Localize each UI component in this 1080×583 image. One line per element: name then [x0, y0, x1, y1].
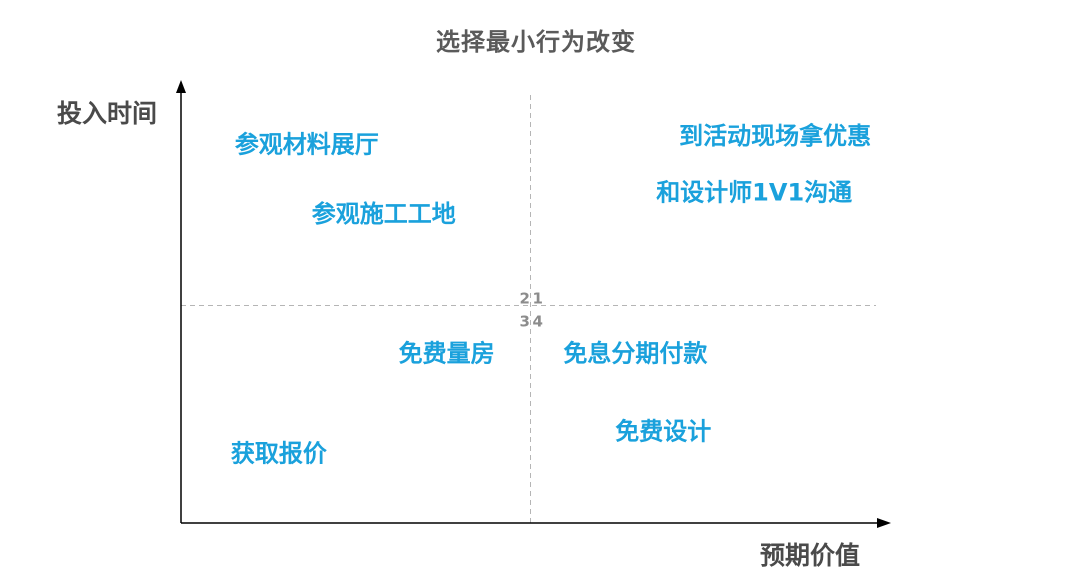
- point-label-8: 获取报价: [231, 439, 328, 467]
- point-label-4: 和设计师1V1沟通: [656, 178, 852, 206]
- point-label-6: 免息分期付款: [563, 339, 708, 367]
- quadrant-number-1: 1: [533, 290, 543, 308]
- quadrant-number-2: 2: [520, 290, 530, 308]
- x-axis-arrow: [877, 518, 891, 528]
- x-axis-label: 预期价值: [760, 541, 861, 570]
- point-label-3: 到活动现场拿优惠: [679, 122, 871, 150]
- point-label-5: 免费量房: [399, 339, 495, 367]
- y-axis-label: 投入时间: [57, 99, 158, 128]
- point-label-2: 参观施工工地: [312, 200, 456, 228]
- quadrant-number-3: 3: [520, 313, 530, 331]
- point-label-1: 参观材料展厅: [235, 131, 379, 159]
- point-label-7: 免费设计: [615, 418, 711, 446]
- chart-title: 选择最小行为改变: [436, 28, 636, 56]
- y-axis-arrow: [176, 80, 186, 93]
- quadrant-number-4: 4: [533, 313, 543, 331]
